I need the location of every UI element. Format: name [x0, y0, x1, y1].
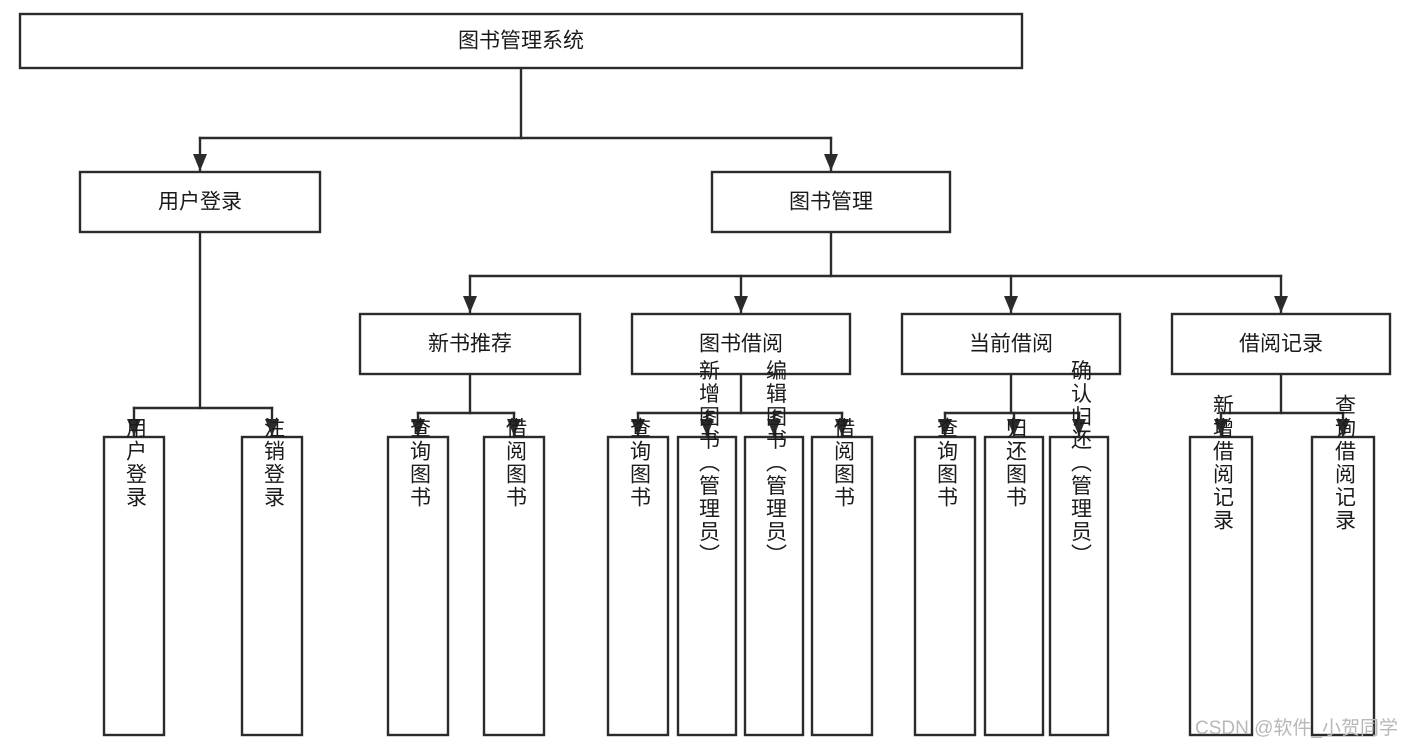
node-label-leaf-borrow-book-1: 借阅图书 [503, 417, 527, 509]
csdn-watermark: CSDN @软件_小贺同学 [1195, 717, 1398, 739]
arrow-head-leaf-query-book-2 [631, 419, 645, 436]
node-label-leaf-query-book-3: 查询图书 [934, 417, 958, 509]
node-label-leaf-borrow-book-2: 借阅图书 [831, 417, 855, 509]
node-label-leaf-add-record: 新增借阅记录 [1210, 394, 1234, 532]
arrow-head-leaf-user-logout [265, 419, 279, 436]
node-box-new-book-recommend [358, 312, 582, 376]
node-box-leaf-user-login [102, 435, 166, 737]
node-box-leaf-query-record [1310, 435, 1376, 737]
node-user-login[interactable]: 用户登录 [78, 170, 322, 234]
arrow-head-leaf-query-book-1 [411, 419, 425, 436]
arrow-head-leaf-query-record [1336, 419, 1350, 436]
arrow-head-leaf-return-book [1007, 419, 1021, 436]
node-label-leaf-user-logout: 注销登录 [261, 417, 285, 509]
node-leaf-borrow-book-1[interactable]: 借阅图书 [482, 417, 546, 737]
node-box-current-borrow [900, 312, 1122, 376]
node-label-leaf-add-book: 新增图书（管理员） [696, 360, 720, 567]
node-label-user-login: 用户登录 [158, 191, 242, 214]
node-label-leaf-user-login: 用户登录 [123, 417, 147, 509]
node-leaf-edit-book[interactable]: 编辑图书（管理员） [743, 360, 805, 737]
arrow-head-leaf-add-record [1214, 419, 1228, 436]
node-label-leaf-confirm-return: 确认归还（管理员） [1068, 360, 1092, 567]
node-box-user-login [78, 170, 322, 234]
arrow-head-leaf-query-book-3 [938, 419, 952, 436]
arrow-head-user-login [193, 154, 207, 171]
node-label-leaf-query-book-2: 查询图书 [627, 417, 651, 509]
node-leaf-add-book[interactable]: 新增图书（管理员） [676, 360, 738, 737]
node-box-leaf-user-logout [240, 435, 304, 737]
node-label-current-borrow: 当前借阅 [969, 333, 1053, 356]
arrow-head-leaf-confirm-return [1072, 419, 1086, 436]
node-label-leaf-edit-book: 编辑图书（管理员） [763, 360, 787, 567]
node-label-leaf-return-book: 归还图书 [1003, 417, 1027, 509]
node-label-book-manage: 图书管理 [789, 191, 873, 214]
node-box-leaf-return-book [983, 435, 1045, 737]
node-box-leaf-add-book [676, 435, 738, 737]
node-leaf-query-book-3[interactable]: 查询图书 [913, 417, 977, 737]
node-box-borrow-record [1170, 312, 1392, 376]
arrow-head-book-manage [824, 154, 838, 171]
node-box-book-borrow [630, 312, 852, 376]
node-box-leaf-query-book-2 [606, 435, 670, 737]
node-label-new-book-recommend: 新书推荐 [428, 333, 512, 356]
node-leaf-add-record[interactable]: 新增借阅记录 [1188, 394, 1254, 737]
arrow-head-new-book-recommend [463, 296, 477, 313]
arrow-head-book-borrow [734, 296, 748, 313]
node-leaf-borrow-book-2[interactable]: 借阅图书 [810, 417, 874, 737]
connector-layer [127, 66, 1350, 437]
node-leaf-query-book-2[interactable]: 查询图书 [606, 417, 670, 737]
node-leaf-confirm-return[interactable]: 确认归还（管理员） [1048, 360, 1110, 737]
node-book-borrow[interactable]: 图书借阅 [630, 312, 852, 376]
arrow-head-leaf-add-book [700, 419, 714, 436]
node-label-leaf-query-book-1: 查询图书 [407, 417, 431, 509]
node-root[interactable]: 图书管理系统 [18, 12, 1024, 70]
node-layer: 图书管理系统用户登录图书管理新书推荐图书借阅当前借阅借阅记录用户登录注销登录查询… [18, 12, 1392, 737]
node-leaf-user-logout[interactable]: 注销登录 [240, 417, 304, 737]
node-leaf-query-record[interactable]: 查询借阅记录 [1310, 394, 1376, 737]
node-leaf-query-book-1[interactable]: 查询图书 [386, 417, 450, 737]
node-box-root [18, 12, 1024, 70]
node-label-leaf-query-record: 查询借阅记录 [1332, 394, 1356, 532]
node-box-leaf-borrow-book-2 [810, 435, 874, 737]
arrow-head-leaf-edit-book [767, 419, 781, 436]
node-box-leaf-query-book-3 [913, 435, 977, 737]
node-label-book-borrow: 图书借阅 [699, 333, 783, 356]
arrow-head-leaf-borrow-book-1 [507, 419, 521, 436]
node-borrow-record[interactable]: 借阅记录 [1170, 312, 1392, 376]
node-current-borrow[interactable]: 当前借阅 [900, 312, 1122, 376]
node-box-leaf-confirm-return [1048, 435, 1110, 737]
node-box-leaf-query-book-1 [386, 435, 450, 737]
node-box-leaf-add-record [1188, 435, 1254, 737]
node-label-borrow-record: 借阅记录 [1239, 333, 1323, 356]
arrow-head-borrow-record [1274, 296, 1288, 313]
arrow-head-current-borrow [1004, 296, 1018, 313]
node-box-book-manage [710, 170, 952, 234]
node-label-root: 图书管理系统 [458, 30, 584, 53]
arrow-head-leaf-user-login [127, 419, 141, 436]
node-leaf-user-login[interactable]: 用户登录 [102, 417, 166, 737]
node-leaf-return-book[interactable]: 归还图书 [983, 417, 1045, 737]
arrow-head-leaf-borrow-book-2 [835, 419, 849, 436]
node-new-book-recommend[interactable]: 新书推荐 [358, 312, 582, 376]
node-box-leaf-edit-book [743, 435, 805, 737]
node-box-leaf-borrow-book-1 [482, 435, 546, 737]
node-book-manage[interactable]: 图书管理 [710, 170, 952, 234]
